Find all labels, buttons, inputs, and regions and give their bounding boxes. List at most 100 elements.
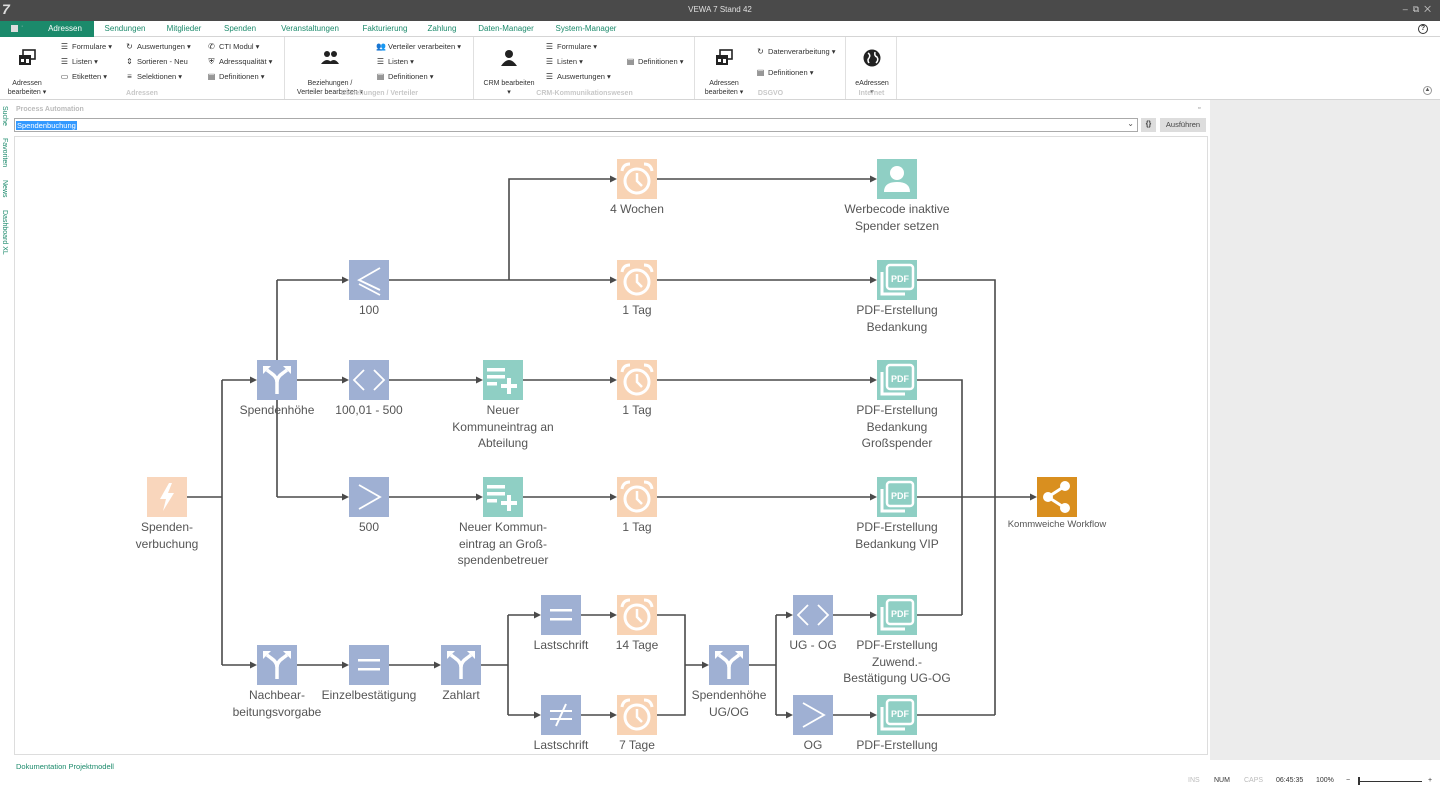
collapse-ribbon-icon[interactable]: ▲ bbox=[1423, 86, 1432, 95]
chevron-down-icon: · bbox=[21, 23, 24, 30]
filter-icon: ≡ bbox=[127, 72, 132, 81]
node-label: PDF-Erstellung bbox=[856, 738, 938, 752]
eadressen-button[interactable]: eAdressen ▾ bbox=[850, 39, 894, 97]
node-split1[interactable] bbox=[257, 360, 297, 400]
workflow-select[interactable]: Spendenbuchung ⌄ bbox=[14, 118, 1138, 132]
node-lsne[interactable] bbox=[541, 695, 581, 735]
ins-indicator: INS bbox=[1188, 777, 1200, 784]
documentation-link[interactable]: Dokumentation Projektmodell bbox=[16, 762, 114, 771]
zoom-slider-thumb[interactable] bbox=[1358, 777, 1360, 785]
auswertungen-button[interactable]: ☰Auswertungen ▾ bbox=[545, 71, 611, 83]
side-tab-dashboard-xl[interactable]: Dashboard XL bbox=[1, 210, 8, 255]
tab-fakturierung[interactable]: Fakturierung bbox=[362, 24, 408, 33]
users-icon: 👥 bbox=[376, 42, 386, 51]
cti-modul-button[interactable]: ✆CTI Modul ▾ bbox=[207, 41, 259, 53]
node-le100[interactable] bbox=[349, 260, 389, 300]
arrowhead bbox=[786, 711, 793, 719]
refresh-button[interactable]: {} bbox=[1141, 118, 1156, 132]
node-pdf1[interactable]: PDF bbox=[877, 260, 917, 300]
side-tab-suche[interactable]: Suche bbox=[1, 106, 8, 126]
workflow-select-value: Spendenbuchung bbox=[16, 121, 77, 130]
node-t1a[interactable] bbox=[617, 260, 657, 300]
users-icon bbox=[321, 51, 339, 64]
help-icon[interactable]: ? bbox=[1418, 24, 1428, 34]
app-menu-icon bbox=[11, 25, 18, 32]
node-zahlart[interactable] bbox=[441, 645, 481, 685]
adressqualitaet-button[interactable]: ⛨Adressqualität ▾ bbox=[207, 56, 273, 68]
close-icon[interactable]: ✕ bbox=[1424, 4, 1436, 14]
node-komm2[interactable] bbox=[483, 477, 523, 517]
definitionen-button[interactable]: ▤Definitionen ▾ bbox=[756, 67, 814, 79]
pin-icon[interactable]: ▫ bbox=[1198, 105, 1201, 112]
chevron-down-icon[interactable]: ⌄ bbox=[1127, 119, 1134, 128]
etiketten-button[interactable]: ▭Etiketten ▾ bbox=[60, 71, 107, 83]
node-t1c[interactable] bbox=[617, 477, 657, 517]
tab-system-manager[interactable]: System-Manager bbox=[555, 24, 617, 33]
node-sub[interactable] bbox=[1037, 477, 1077, 517]
node-pdf3[interactable]: PDF bbox=[877, 477, 917, 517]
node-split3[interactable] bbox=[709, 645, 749, 685]
dsgvo-adressen-button[interactable]: Adressen bearbeiten ▾ bbox=[700, 39, 748, 97]
node-trigger[interactable] bbox=[147, 477, 187, 517]
ribbon-tabs: · Adressen Sendungen Mitglieder Spenden … bbox=[0, 21, 1440, 37]
sortieren-button[interactable]: ⇕Sortieren - Neu bbox=[125, 56, 188, 68]
node-t4w[interactable] bbox=[617, 159, 657, 199]
side-tab-news[interactable]: News bbox=[1, 180, 8, 198]
zoom-in-button[interactable]: + bbox=[1428, 777, 1433, 784]
crm-bearbeiten-button[interactable]: CRM bearbeiten ▾ bbox=[477, 39, 541, 97]
pdf-icon: PDF bbox=[880, 698, 915, 731]
node-label: UG - OG bbox=[789, 638, 837, 652]
definitionen-button[interactable]: ▤Definitionen ▾ bbox=[376, 71, 434, 83]
node-lseq[interactable] bbox=[541, 595, 581, 635]
selektionen-button[interactable]: ≡Selektionen ▾ bbox=[125, 71, 182, 83]
formulare-label: Formulare ▾ bbox=[72, 42, 113, 51]
listen-button[interactable]: ☰Listen ▾ bbox=[545, 56, 583, 68]
restore-icon[interactable]: ⧉ bbox=[1412, 4, 1425, 14]
tab-sendungen[interactable]: Sendungen bbox=[104, 24, 146, 33]
node-ugog[interactable] bbox=[793, 595, 833, 635]
node-range[interactable] bbox=[349, 360, 389, 400]
node-t7[interactable] bbox=[617, 695, 657, 735]
node-pdf2[interactable]: PDF bbox=[877, 360, 917, 400]
phone-icon: ✆ bbox=[208, 42, 215, 51]
edge-le100-t4w bbox=[508, 178, 611, 280]
minimize-icon[interactable]: – bbox=[1402, 4, 1413, 14]
tab-zahlung[interactable]: Zahlung bbox=[427, 24, 457, 33]
formulare-button[interactable]: ☰Formulare ▾ bbox=[545, 41, 597, 53]
node-gt500[interactable] bbox=[349, 477, 389, 517]
range-icon bbox=[796, 604, 830, 626]
zoom-out-button[interactable]: − bbox=[1346, 777, 1351, 784]
node-werbe[interactable] bbox=[877, 159, 917, 199]
verteiler-verarbeiten-button[interactable]: 👥Verteiler verarbeiten ▾ bbox=[376, 41, 461, 53]
listen-button[interactable]: ☰Listen ▾ bbox=[376, 56, 414, 68]
node-label: Nachbear- beitungsvorgabe bbox=[232, 688, 322, 719]
tab-spenden[interactable]: Spenden bbox=[223, 24, 257, 33]
datenverarbeitung-button[interactable]: ↻Datenverarbeitung ▾ bbox=[756, 46, 835, 58]
tab-adressen[interactable]: Adressen bbox=[36, 21, 94, 37]
node-og[interactable] bbox=[793, 695, 833, 735]
node-split2[interactable] bbox=[257, 645, 297, 685]
app-menu-button[interactable]: · bbox=[0, 21, 36, 37]
side-tab-favoriten[interactable]: Favoriten bbox=[1, 138, 8, 168]
window-title: VEWA 7 Stand 42 bbox=[688, 5, 752, 14]
tab-daten-manager[interactable]: Daten-Manager bbox=[478, 24, 534, 33]
tab-mitglieder[interactable]: Mitglieder bbox=[166, 24, 202, 33]
zoom-slider[interactable] bbox=[1358, 781, 1422, 782]
auswertungen-button[interactable]: ↻Auswertungen ▾ bbox=[125, 41, 191, 53]
node-t1b[interactable] bbox=[617, 360, 657, 400]
node-pdf4[interactable]: PDF bbox=[877, 595, 917, 635]
node-einzel[interactable] bbox=[349, 645, 389, 685]
beziehungen-bearbeiten-button[interactable]: Beziehungen / Verteiler bearbeiten ▾ bbox=[288, 39, 372, 97]
definitionen-button[interactable]: ▤Definitionen ▾ bbox=[626, 56, 684, 68]
run-button[interactable]: Ausführen bbox=[1160, 118, 1206, 132]
node-label: Lastschrift bbox=[533, 638, 589, 652]
adressen-bearbeiten-button[interactable]: Adressen bearbeiten ▾ bbox=[4, 39, 50, 97]
tab-veranstaltungen[interactable]: Veranstaltungen bbox=[281, 24, 339, 33]
node-t14[interactable] bbox=[617, 595, 657, 635]
listen-button[interactable]: ☰Listen ▾ bbox=[60, 56, 98, 68]
node-label: 500 bbox=[358, 520, 380, 534]
node-komm1[interactable] bbox=[483, 360, 523, 400]
node-pdf5[interactable]: PDF bbox=[877, 695, 917, 735]
definitionen-button[interactable]: ▤Definitionen ▾ bbox=[207, 71, 265, 83]
formulare-button[interactable]: ☰Formulare ▾ bbox=[60, 41, 112, 53]
